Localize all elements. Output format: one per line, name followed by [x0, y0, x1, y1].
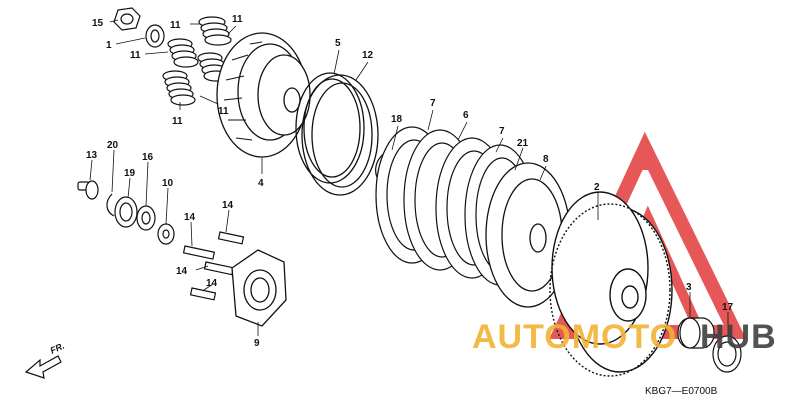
label-11: 11: [172, 116, 183, 127]
label-14: 14: [222, 200, 234, 211]
figure-code: KBG7—E0700B: [645, 386, 718, 397]
spring-upper: [198, 16, 232, 46]
washer-16: [136, 205, 156, 231]
label-3: 3: [686, 282, 692, 293]
collar-3: [677, 317, 715, 349]
label-11: 11: [218, 106, 229, 117]
arrow-icon: [24, 355, 62, 379]
label-18: 18: [391, 114, 403, 125]
bearing-19: [114, 196, 138, 228]
clutch-center: [485, 162, 571, 308]
washer-17: [712, 335, 742, 373]
label-19: 19: [124, 168, 136, 179]
label-13: 13: [86, 150, 98, 161]
label-20: 20: [107, 140, 119, 151]
washer-1: [145, 24, 165, 48]
bolts-14: [182, 231, 245, 301]
watermark-text-part1: AUTOMOTO: [472, 318, 677, 356]
label-12: 12: [362, 50, 374, 61]
label-14: 14: [206, 278, 218, 289]
spring-mid-left: [167, 38, 199, 68]
label-10: 10: [162, 178, 174, 189]
label-2: 2: [594, 182, 600, 193]
label-15: 15: [92, 18, 104, 29]
label-6: 6: [463, 110, 469, 121]
label-11: 11: [170, 20, 181, 31]
label-7: 7: [430, 98, 436, 109]
part-number-labels: 15 1 11 11 11 11 11 5 12 4 18 7 6 7 21 8…: [86, 14, 734, 349]
label-11: 11: [232, 14, 243, 25]
plate-12: [301, 74, 379, 196]
label-21: 21: [517, 138, 529, 149]
circlip-20: [106, 193, 115, 217]
clutch-outer: [549, 191, 673, 377]
label-16: 16: [142, 152, 154, 163]
lifter-rod-13: [77, 180, 99, 200]
pressure-plate: [216, 32, 311, 158]
label-14: 14: [184, 212, 196, 223]
clutch-springs: [162, 16, 232, 106]
label-7: 7: [499, 126, 505, 137]
lock-nut: [113, 7, 141, 31]
label-14: 14: [176, 266, 188, 277]
front-label: FR.: [49, 341, 66, 356]
label-4: 4: [258, 178, 264, 189]
washer-10: [157, 223, 175, 245]
label-9: 9: [254, 338, 260, 349]
lifter-plate-9: [231, 249, 287, 327]
label-1: 1: [106, 40, 112, 51]
spring-lower: [162, 70, 196, 106]
watermark-text-part2: HUB: [700, 318, 777, 356]
label-8: 8: [543, 154, 549, 165]
ring-5: [295, 72, 365, 184]
front-direction-indicator: FR.: [24, 341, 66, 379]
label-11: 11: [130, 50, 141, 61]
label-5: 5: [335, 38, 341, 49]
label-17: 17: [722, 302, 734, 313]
watermark-text: AUTOMOTO HUB: [472, 318, 777, 356]
spring-mid-right: [197, 52, 229, 82]
leader-lines: [89, 19, 729, 336]
